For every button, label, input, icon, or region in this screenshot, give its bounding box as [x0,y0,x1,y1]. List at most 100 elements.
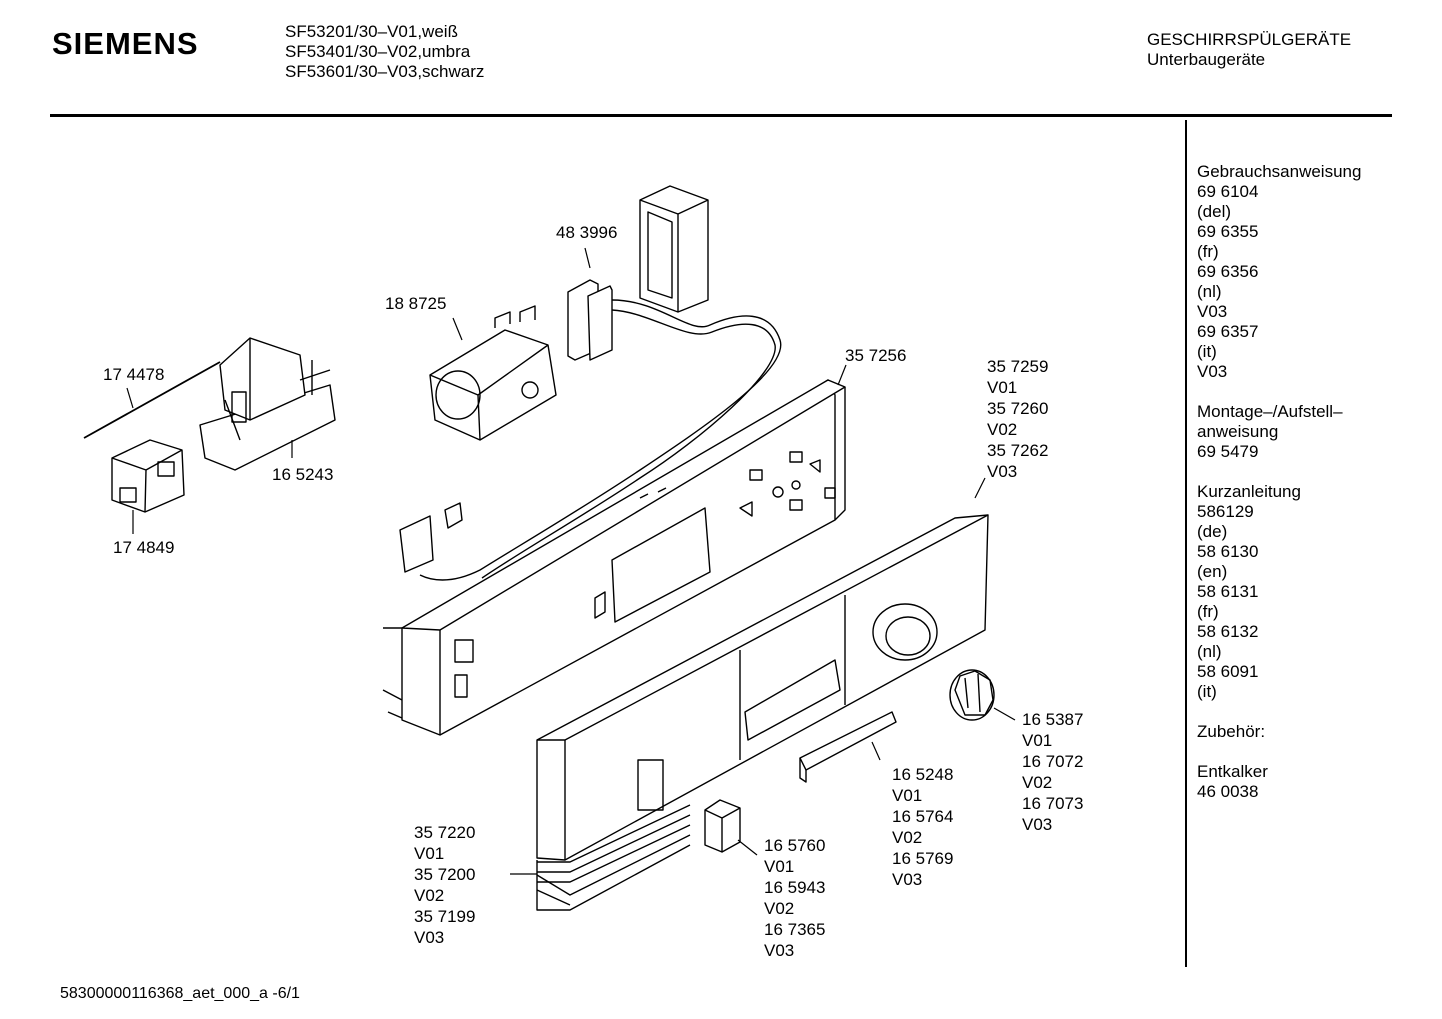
button-cap [704,799,741,853]
fascia-strips [536,804,691,911]
reference-group: Zubehör: [1197,722,1397,742]
actuator-rod [83,361,221,439]
reference-line: 58 6091 [1197,662,1259,681]
reference-line: Gebrauchsanweisung [1197,162,1362,181]
reference-line: (it) [1197,342,1217,361]
reference-line: 586129 [1197,502,1254,521]
control-panel-frame [382,379,846,736]
document-id: 58300000116368_aet_000_a -6/1 [60,985,300,1002]
variant-code: V03 [764,941,795,960]
variant-code: V02 [987,420,1018,439]
sidebar-divider [1185,120,1187,967]
part-number: 16 7365 [764,920,826,939]
part-label-188725: 18 8725 [385,294,447,313]
part-label-group-357259: 35 7259 V01 35 7260 V02 35 7262 V03 [987,356,1048,482]
part-number: 16 7073 [1022,794,1084,813]
reference-line: (de) [1197,522,1228,541]
reference-line: 69 5479 [1197,442,1259,461]
reference-line: Zubehör: [1197,722,1266,741]
front-fascia [536,514,989,861]
reference-line: anweisung [1197,422,1279,441]
variant-code: V01 [1022,731,1053,750]
part-label-165243: 16 5243 [272,465,334,484]
program-timer [429,305,557,441]
part-number: 35 7262 [987,441,1049,460]
part-label-group-357220: 35 7220 V01 35 7200 V02 35 7199 V03 [414,822,475,948]
reference-line: Entkalker [1197,762,1268,781]
switch-bracket [199,337,336,471]
model-list: SF53201/30–V01,weiß SF53401/30–V02,umbra… [285,22,484,82]
variant-code: V01 [764,857,795,876]
part-label-483996: 48 3996 [556,223,618,242]
exploded-parts-diagram [83,185,1016,911]
part-label-group-165387: 16 5387 V01 16 7072 V02 16 7073 V03 [1022,709,1083,835]
part-number: 16 5387 [1022,710,1084,729]
variant-code: V03 [892,870,923,889]
part-number: 16 5248 [892,765,954,784]
variant-code: V02 [892,828,923,847]
part-number: 16 5760 [764,836,826,855]
reference-line: (nl) [1197,282,1222,301]
part-label-group-165248: 16 5248 V01 16 5764 V02 16 5769 V03 [892,764,953,890]
part-label-174849: 17 4849 [113,538,175,557]
reference-line: 58 6130 [1197,542,1259,561]
reference-line: 69 6355 [1197,222,1259,241]
connector-cover [639,185,709,313]
category-title: GESCHIRRSPÜLGERÄTE [1147,30,1352,49]
connector-and-harness [399,279,782,581]
leader-lines [126,247,1016,875]
reference-line: 58 6131 [1197,582,1259,601]
brand-logo: SIEMENS [52,26,199,61]
part-number: 16 5943 [764,878,826,897]
part-number: 16 5769 [892,849,954,868]
part-number: 35 7200 [414,865,476,884]
reference-line: (fr) [1197,602,1219,621]
variant-code: V02 [1022,773,1053,792]
reference-line: 69 6104 [1197,182,1259,201]
variant-code: V03 [414,928,445,947]
reference-line: (nl) [1197,642,1222,661]
reference-line: (it) [1197,682,1217,701]
part-number: 35 7259 [987,357,1049,376]
part-label-357256: 35 7256 [845,346,907,365]
part-number: 35 7199 [414,907,476,926]
reference-line: (del) [1197,202,1232,221]
reference-line: (fr) [1197,242,1219,261]
part-number: 35 7220 [414,823,476,842]
reference-line: V03 [1197,362,1228,381]
variant-code: V03 [987,462,1018,481]
display-window-strip [799,711,897,783]
variant-code: V02 [414,886,445,905]
reference-line: Kurzanleitung [1197,482,1301,501]
reference-line: 69 6356 [1197,262,1259,281]
variant-code: V01 [414,844,445,863]
category-subtitle: Unterbaugeräte [1147,50,1266,69]
model-line: SF53601/30–V03,schwarz [285,62,485,81]
variant-code: V03 [1022,815,1053,834]
model-line: SF53401/30–V02,umbra [285,42,471,61]
variant-code: V02 [764,899,795,918]
header-divider [50,114,1392,117]
part-number: 16 7072 [1022,752,1084,771]
reference-line: 69 6357 [1197,322,1259,341]
variant-code: V01 [987,378,1018,397]
reference-line: V03 [1197,302,1228,321]
selector-knob [949,669,995,721]
model-line: SF53201/30–V01,weiß [285,22,458,41]
door-switch [111,439,185,513]
reference-line: 46 0038 [1197,782,1259,801]
reference-line: 58 6132 [1197,622,1259,641]
part-label-group-165760: 16 5760 V01 16 5943 V02 16 7365 V03 [764,835,825,961]
reference-line: (en) [1197,562,1228,581]
part-number: 16 5764 [892,807,954,826]
part-number: 35 7260 [987,399,1049,418]
reference-line: Montage–/Aufstell– [1197,402,1343,421]
variant-code: V01 [892,786,923,805]
part-label-174478: 17 4478 [103,365,165,384]
product-category: GESCHIRRSPÜLGERÄTE Unterbaugeräte [1147,30,1351,70]
